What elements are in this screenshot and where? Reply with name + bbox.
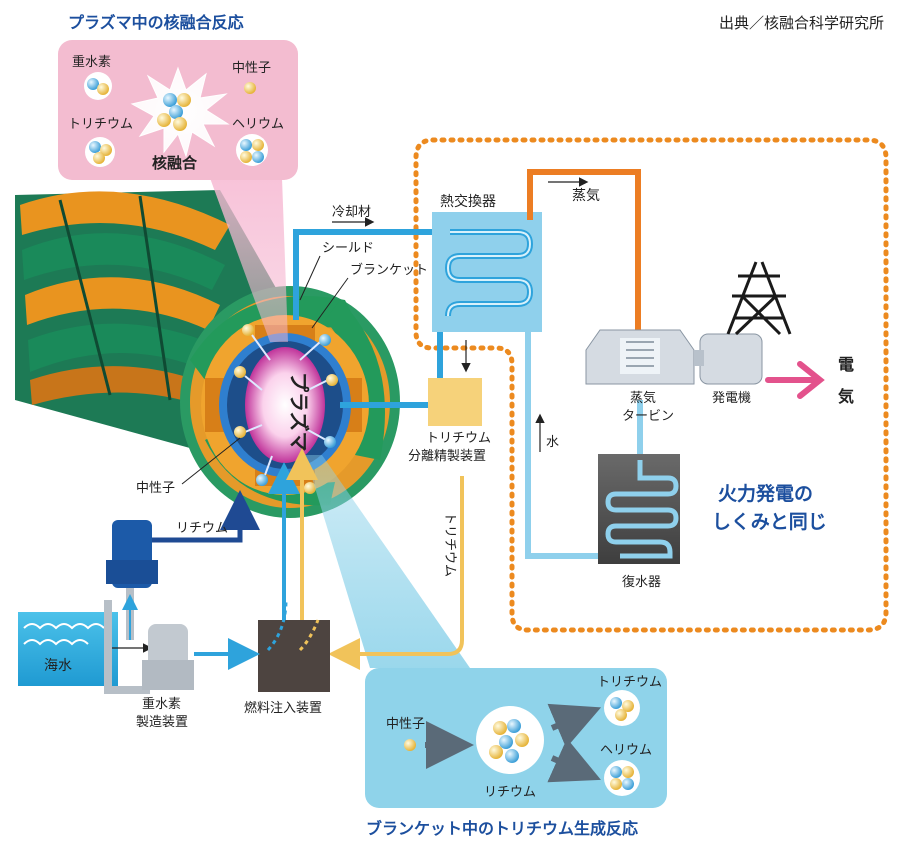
neutron-icon xyxy=(244,82,256,94)
deuterium-icon xyxy=(84,72,112,100)
electricity-label-1: 電 xyxy=(838,355,854,374)
blanket-helium-icon xyxy=(604,760,640,796)
turbine-label-1: 蒸気 xyxy=(630,390,656,406)
electricity-arrow xyxy=(765,361,825,399)
lithium-nucleus-icon xyxy=(476,706,544,774)
steam-label: 蒸気 xyxy=(572,188,600,204)
generator xyxy=(694,333,763,385)
coolant-label: 冷却材 xyxy=(332,205,371,220)
plasma-neutron-balls xyxy=(234,324,338,494)
heat-exchanger-label: 熱交換器 xyxy=(440,193,496,210)
steam-pipe xyxy=(527,169,641,330)
lithium-tank xyxy=(106,520,158,588)
blanket-lithium-label: リチウム xyxy=(484,785,536,800)
condenser-coil xyxy=(605,460,679,559)
coolant-pipe-out xyxy=(293,229,440,320)
blanket-arrow-helium xyxy=(547,738,601,783)
deuterium-plant xyxy=(142,624,194,690)
plasma-panel-fusion-label: 核融合 xyxy=(152,154,198,172)
water-label: 水 xyxy=(546,435,559,450)
plasma-panel-tritium-label: トリチウム xyxy=(68,117,133,132)
blanket-helium-label: ヘリウム xyxy=(600,743,652,758)
thermal-note-line-2: しくみと同じ xyxy=(712,511,827,533)
generator-label: 発電機 xyxy=(712,391,751,406)
blanket-neutron-icon xyxy=(404,739,416,751)
plasma-label: プラズマ xyxy=(287,372,311,452)
deuterium-plant-label-1: 重水素 xyxy=(142,696,181,712)
tritium-separator xyxy=(428,378,482,426)
blanket-tritium-icon xyxy=(604,690,640,726)
steam-turbine xyxy=(585,329,695,385)
helium-icon xyxy=(236,134,268,166)
water-pipe xyxy=(525,332,643,559)
fuel-injector-label: 燃料注入装置 xyxy=(244,700,322,716)
plasma-panel-title: プラズマ中の核融合反応 xyxy=(68,13,244,32)
tritium-line-label: トリチウム xyxy=(442,512,457,577)
reactor-neutron-label: 中性子 xyxy=(136,481,175,496)
turbine-label-2: タービン xyxy=(622,409,674,424)
lithium-label: リチウム xyxy=(176,521,228,536)
blanket-tritium-label: トリチウム xyxy=(597,675,662,690)
deuterium-plant-label-2: 製造装置 xyxy=(136,715,188,730)
plasma-panel-beam xyxy=(210,178,288,342)
tritium-icon xyxy=(85,137,115,167)
condenser-label: 復水器 xyxy=(622,574,661,590)
plasma-panel-helium-label: ヘリウム xyxy=(232,117,284,132)
power-tower-icon xyxy=(726,261,792,336)
blanket-neutron-label: 中性子 xyxy=(386,717,425,732)
source-credit: 出典／核融合科学研究所 xyxy=(719,14,884,32)
tritium-separator-label-2: 分離精製装置 xyxy=(408,449,486,464)
shield-label: シールド xyxy=(322,241,374,256)
reactor-torus xyxy=(15,190,400,518)
fuel-injector xyxy=(258,620,330,692)
fusion-nucleus xyxy=(157,93,191,131)
plasma-panel-neutron-label: 中性子 xyxy=(232,61,271,76)
thermal-note-line-1: 火力発電の xyxy=(718,482,813,505)
tritium-separator-label-1: トリチウム xyxy=(426,431,491,446)
plasma-panel-deuterium-label: 重水素 xyxy=(72,54,111,70)
plasma-core xyxy=(245,347,325,463)
thermal-plant-boundary xyxy=(413,137,889,633)
lithium-line xyxy=(150,490,260,543)
blanket-panel-beam xyxy=(305,455,470,668)
tritium-return-line xyxy=(328,476,464,670)
blanket-label: ブランケット xyxy=(350,262,428,278)
blanket-arrow-tritium xyxy=(547,703,602,749)
blanket-panel-title: ブランケット中のトリチウム生成反応 xyxy=(366,819,638,838)
electricity-label-2: 気 xyxy=(838,387,854,406)
seawater-label: 海水 xyxy=(44,658,72,674)
